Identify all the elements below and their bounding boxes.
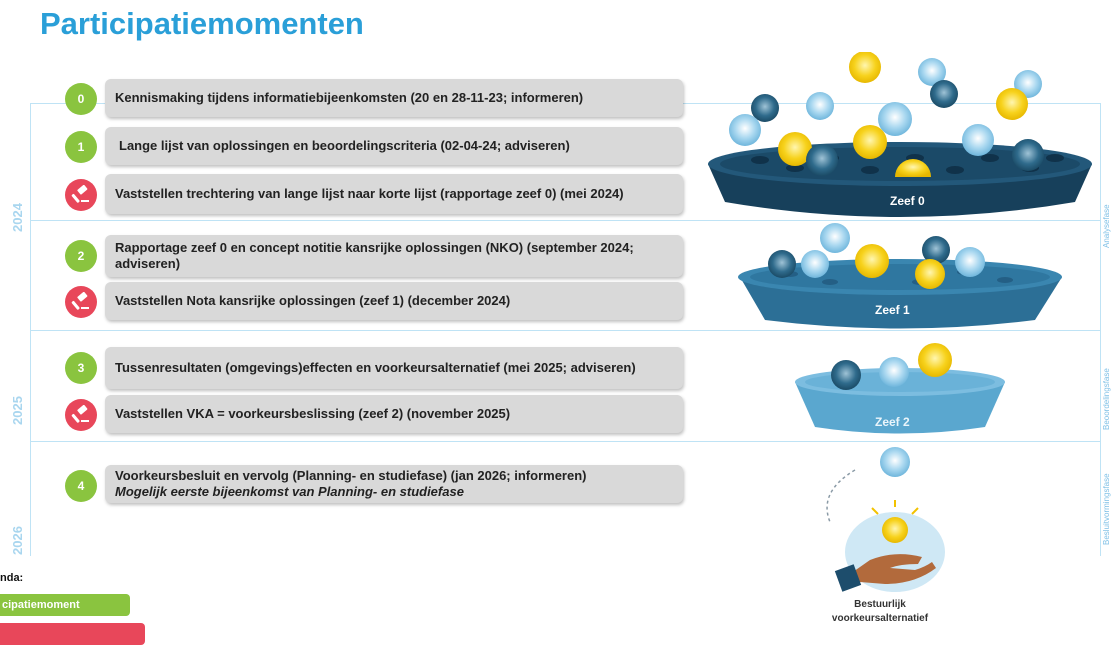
grid-line-2024-2025 (30, 220, 1100, 221)
year-label-2024: 2024 (10, 203, 25, 232)
item-text: Rapportage zeef 0 en concept notitie kan… (115, 240, 634, 271)
item-text: Tussenresultaten (omgevings)effecten en … (115, 360, 636, 375)
hammer-icon (65, 179, 97, 211)
bulb-icon (729, 52, 1044, 177)
step-marker: 2 (65, 240, 97, 272)
item-box: Vaststellen VKA = voorkeursbeslissing (z… (105, 395, 683, 433)
legend-label: nda: (0, 572, 24, 584)
arrow-icon (826, 469, 856, 523)
hand-bulb-icon (834, 500, 936, 592)
legend-text: cipatiemoment (2, 599, 80, 611)
item-text: Vaststellen Nota kansrijke oplossingen (… (115, 293, 511, 308)
item-box: Lange lijst van oplossingen en beoordeli… (105, 127, 683, 165)
bulb-icon (880, 447, 910, 477)
item-box: Vaststellen trechtering van lange lijst … (105, 174, 683, 214)
sieve-label: Zeef 1 (875, 303, 910, 317)
item-box: Voorkeursbesluit en vervolg (Planning- e… (105, 465, 683, 503)
step-marker: 4 (65, 470, 97, 502)
item-box: Tussenresultaten (omgevings)effecten en … (105, 347, 683, 389)
result-caption: Bestuurlijk voorkeursalternatief (820, 598, 940, 626)
grid-line-2025-2026 (30, 441, 1100, 442)
legend-besluit (0, 623, 145, 645)
sieve-label: Zeef 0 (890, 194, 925, 208)
hammer-icon (65, 286, 97, 318)
item-text: Lange lijst van oplossingen en beoordeli… (119, 138, 570, 153)
step-marker: 0 (65, 83, 97, 115)
phase-label-analyse: Analysefase (1102, 204, 1111, 248)
item-text: Vaststellen trechtering van lange lijst … (115, 186, 624, 201)
sieve-illustration: Zeef 0 Zeef 1 Zeef 2 (708, 52, 1092, 592)
item-text: Vaststellen VKA = voorkeursbeslissing (z… (115, 406, 511, 421)
phase-label-beoordeling: Beoordelingsfase (1102, 368, 1111, 430)
grid-line-left (30, 103, 31, 556)
phase-label-besluitvorming: Besluitvormingsfase (1102, 473, 1111, 545)
caption-line: voorkeursalternatief (831, 613, 929, 624)
item-box: Vaststellen Nota kansrijke oplossingen (… (105, 282, 683, 320)
item-text: Kennismaking tijdens informatiebijeenkom… (115, 90, 584, 105)
item-box: Rapportage zeef 0 en concept notitie kan… (105, 235, 683, 277)
step-marker: 1 (65, 131, 97, 163)
bulb-icon (831, 343, 952, 390)
page-title: Participatiemomenten (40, 6, 364, 41)
sieve-label: Zeef 2 (875, 415, 910, 429)
grid-line-phase (30, 330, 1100, 331)
hammer-icon (65, 399, 97, 431)
bulb-icon (768, 223, 985, 289)
item-text: Voorkeursbesluit en vervolg (Planning- e… (115, 468, 587, 483)
step-marker: 3 (65, 352, 97, 384)
item-subtext: Mogelijk eerste bijeenkomst van Planning… (115, 484, 464, 499)
legend-participatiemoment: cipatiemoment (0, 594, 130, 616)
year-label-2025: 2025 (10, 396, 25, 425)
caption-line: Bestuurlijk (854, 599, 906, 610)
grid-line-right (1100, 103, 1101, 556)
year-label-2026: 2026 (10, 526, 25, 555)
item-box: Kennismaking tijdens informatiebijeenkom… (105, 79, 683, 117)
